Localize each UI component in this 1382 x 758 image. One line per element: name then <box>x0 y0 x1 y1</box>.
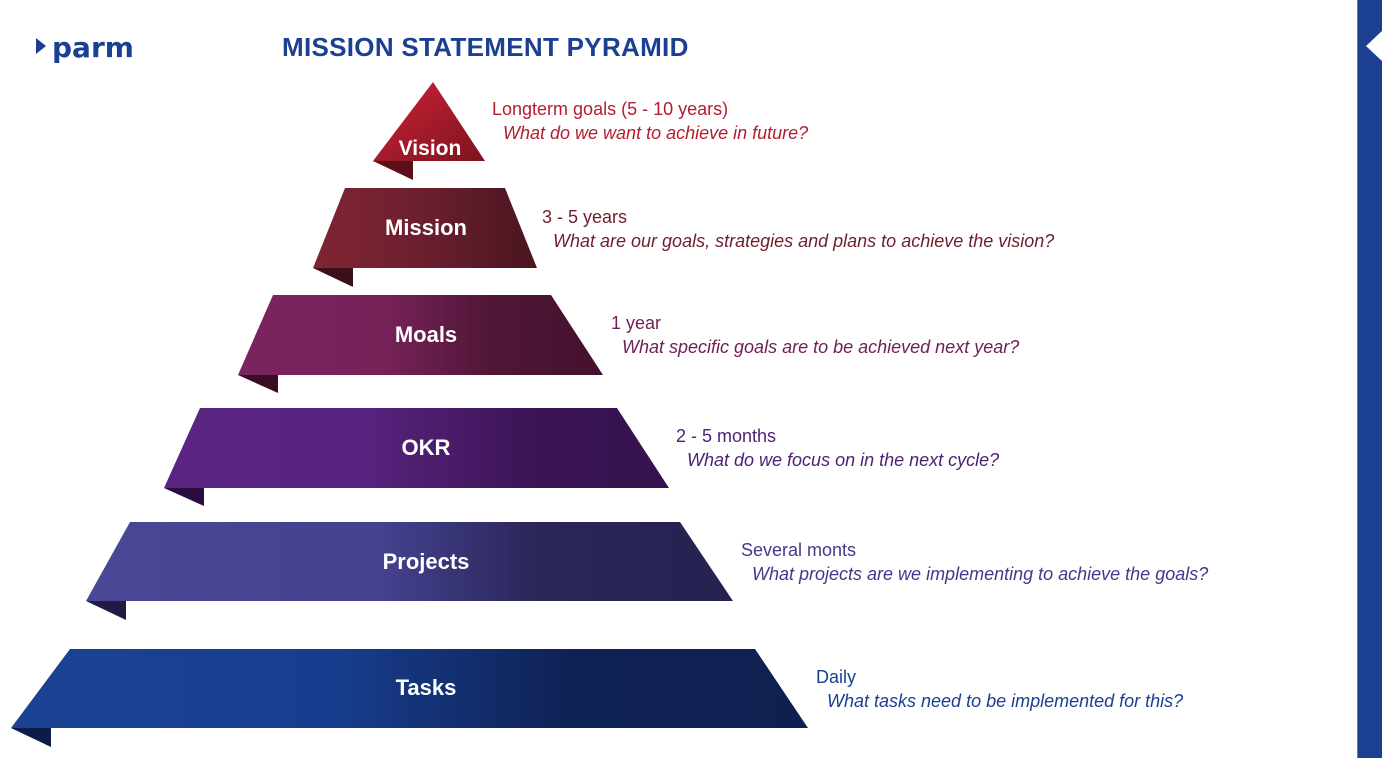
tier-period-vision: Longterm goals (5 - 10 years) <box>492 99 729 119</box>
tier-period-tasks: Daily <box>816 667 857 687</box>
chevron-left-icon[interactable] <box>1366 30 1382 62</box>
tier-question-projects: What projects are we implementing to ach… <box>752 564 1209 584</box>
tier-okr-shape <box>164 408 669 506</box>
tier-label-moals: Moals <box>394 322 458 347</box>
tier-label-okr: OKR <box>401 435 451 460</box>
tier-period-mission: 3 - 5 years <box>542 207 628 227</box>
parm-logo: parm <box>36 30 134 66</box>
tier-description-vision: Longterm goals (5 - 10 years) What do we… <box>492 97 808 145</box>
tier-description-mission: 3 - 5 years What are our goals, strategi… <box>542 205 1054 253</box>
tier-question-vision: What do we want to achieve in future? <box>503 123 809 143</box>
logo-wordmark: parm <box>52 31 134 64</box>
tier-question-mission: What are our goals, strategies and plans… <box>553 231 1055 251</box>
tier-description-okr: 2 - 5 months What do we focus on in the … <box>676 424 999 472</box>
tier-description-tasks: Daily What tasks need to be implemented … <box>816 665 1183 713</box>
tier-label-vision: Vision <box>398 137 462 160</box>
tier-label-mission: Mission <box>385 215 467 240</box>
tier-mission-shape <box>313 188 537 287</box>
tier-description-projects: Several monts What projects are we imple… <box>741 538 1208 586</box>
tier-period-moals: 1 year <box>611 313 662 333</box>
tier-description-moals: 1 year What specific goals are to be ach… <box>611 311 1019 359</box>
tier-projects-shape <box>86 522 733 620</box>
play-arrow-icon <box>36 38 46 54</box>
tier-question-okr: What do we focus on in the next cycle? <box>687 450 1000 470</box>
side-navigation-strip[interactable] <box>1357 0 1382 758</box>
tier-tasks-shape <box>11 649 808 747</box>
tier-vision-shape <box>373 82 485 180</box>
tier-period-projects: Several monts <box>741 540 857 560</box>
tier-question-moals: What specific goals are to be achieved n… <box>622 337 1020 357</box>
tier-period-okr: 2 - 5 months <box>676 426 777 446</box>
page-title: MISSION STATEMENT PYRAMID <box>282 32 689 62</box>
tier-label-tasks: Tasks <box>395 675 457 700</box>
tier-label-projects: Projects <box>382 549 470 574</box>
tier-question-tasks: What tasks need to be implemented for th… <box>827 691 1184 711</box>
tier-moals-shape <box>238 295 603 393</box>
